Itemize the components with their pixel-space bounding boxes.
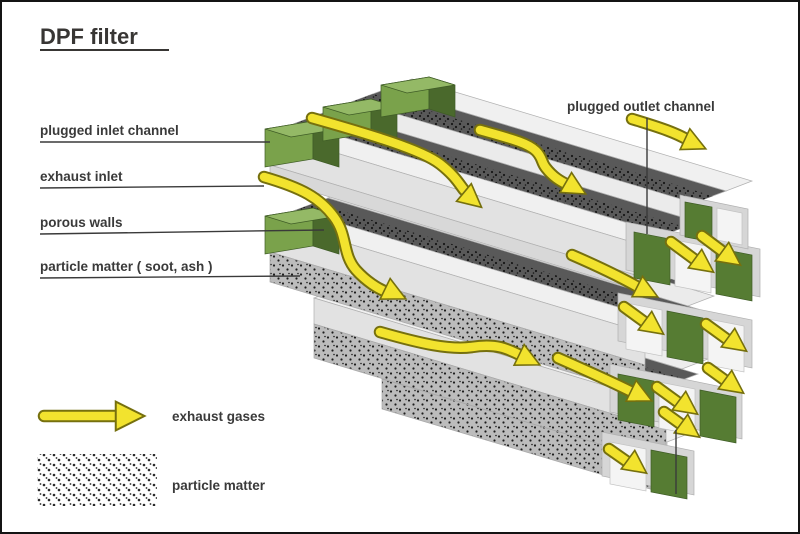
callout-porous-walls: porous walls: [40, 215, 123, 230]
page-title: DPF filter: [40, 24, 138, 49]
outlet-exit-arrow: [701, 361, 752, 404]
plugged-outlet-channel-plug: [699, 389, 737, 444]
legend-particle-matter-label: particle matter: [172, 478, 266, 493]
flow-arrow: [625, 112, 712, 161]
legend-arrow-head: [114, 400, 146, 432]
soot-stipple-band: [296, 203, 685, 321]
legend-particle-matter-item: particle matter: [37, 454, 266, 506]
outlet-exit-arrow: [650, 380, 706, 425]
leader-porous-walls: [39, 229, 325, 235]
outlet-exit-arrow: [695, 229, 749, 276]
outlet-exit-arrow: [602, 442, 655, 484]
flow-arrow: [305, 111, 490, 217]
inlet-plug: [264, 207, 340, 255]
callout-exhaust-inlet: exhaust inlet: [40, 169, 123, 184]
callout-plugged-inlet-channel: plugged inlet channel: [40, 123, 179, 138]
flow-arrow: [565, 248, 664, 308]
outlet-exit-arrow: [657, 405, 708, 448]
legend-exhaust-gases-item: exhaust gases: [37, 400, 265, 432]
callout-plugged-outlet-channel: plugged outlet channel: [567, 99, 715, 114]
legend-exhaust-gases-label: exhaust gases: [172, 409, 265, 424]
flow-arrow: [373, 325, 546, 377]
title-block: DPF filter: [40, 24, 169, 51]
inlet-plug: [380, 76, 456, 118]
exhaust-inlet-arrow: [257, 170, 412, 311]
flow-arrow: [551, 351, 658, 413]
legend: exhaust gases particle matter: [37, 400, 266, 506]
exhaust-flow-arrows: [257, 111, 755, 484]
callout-particle-matter: particle matter ( soot, ash ): [40, 259, 213, 274]
plugged-outlet-channel-plug: [666, 310, 704, 365]
outlet-exit-arrow: [664, 235, 722, 283]
leader-particle-matter: [39, 275, 301, 279]
callouts: plugged inlet channel exhaust inlet poro…: [39, 99, 715, 494]
leader-exhaust-inlet: [39, 185, 265, 189]
flow-arrow: [473, 123, 593, 205]
outlet-exit-arrow: [699, 317, 755, 362]
open-outlet-channel: [716, 207, 743, 246]
outlet-exit-arrow: [617, 300, 672, 345]
legend-particle-swatch: [37, 454, 157, 506]
plugged-outlet-channel-plug: [633, 231, 671, 286]
plugged-outlet-channel-plug: [650, 449, 688, 500]
